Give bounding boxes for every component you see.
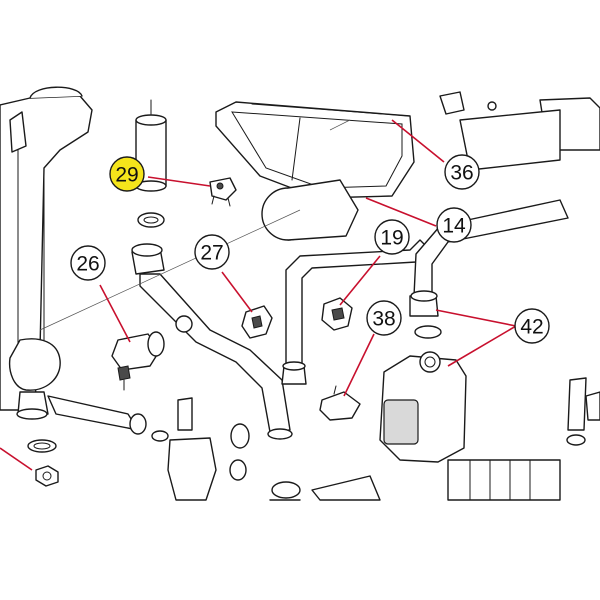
callout-26: 26: [70, 245, 106, 281]
leader-left: [0, 447, 33, 471]
callout-circle-29: [109, 156, 145, 192]
callout-circle-26: [70, 245, 106, 281]
callout-label-27: 27: [200, 242, 223, 265]
callout-36: 36: [444, 154, 480, 190]
washer: [137, 212, 165, 228]
leader-26: [99, 284, 131, 343]
leader-29: [147, 176, 211, 187]
leader-42a: [435, 309, 517, 327]
callout-42: 42: [514, 308, 550, 344]
callout-14: 14: [436, 207, 472, 243]
centerlines: [39, 119, 351, 331]
clip-part-19: [321, 297, 353, 331]
callout-circle-14: [436, 207, 472, 243]
left-pipe-assembly: [0, 86, 169, 453]
duct-part-14: [261, 179, 359, 241]
callout-label-38: 38: [372, 308, 395, 331]
callout-label-14: 14: [442, 215, 466, 238]
right-side-parts: [439, 91, 600, 501]
hex-nut: [35, 465, 59, 487]
callout-label-29: 29: [115, 164, 138, 187]
callout-circle-38: [366, 300, 402, 336]
leader-38: [343, 333, 375, 397]
leader-42b: [447, 325, 517, 367]
callout-label-36: 36: [450, 162, 473, 185]
valve-part-26: [111, 331, 165, 391]
callout-circle-27: [194, 234, 230, 270]
clip-part-38: [319, 385, 361, 421]
long-pipe: [131, 243, 293, 440]
leader-36: [391, 119, 445, 163]
callout-label-26: 26: [76, 253, 99, 276]
callout-label-42: 42: [520, 316, 543, 339]
clip-part-27: [241, 305, 273, 339]
callout-circle-36: [444, 154, 480, 190]
pump-part-42: [379, 351, 467, 463]
leader-14: [365, 197, 437, 227]
callout-circle-42: [514, 308, 550, 344]
bottom-fittings: [167, 397, 381, 501]
callout-29: 29: [109, 156, 145, 192]
leader-27: [221, 271, 253, 313]
leader-19: [339, 255, 381, 306]
callout-38: 38: [366, 300, 402, 336]
callout-27: 27: [194, 234, 230, 270]
leader-lines: [0, 119, 517, 471]
callout-circle-19: [374, 219, 410, 255]
sensor-clip: [209, 177, 237, 207]
callout-19: 19: [374, 219, 410, 255]
callout-label-19: 19: [380, 227, 403, 250]
tray-part-36: [215, 101, 415, 199]
